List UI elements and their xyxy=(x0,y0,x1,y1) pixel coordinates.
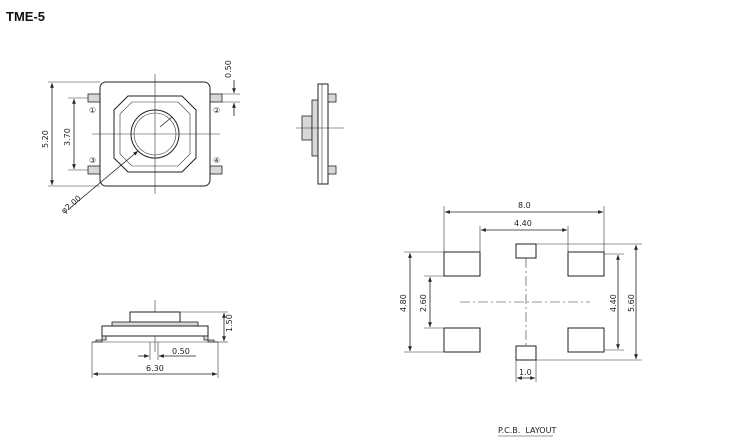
pcb-pad-bottom-left xyxy=(443,327,481,353)
pcb-layout-label: P.C.B. LAYOUT xyxy=(498,426,556,435)
pcb-dim-right-outer-label: 5.60 xyxy=(627,294,636,312)
side-view xyxy=(296,83,344,185)
pin-label-4: ④ xyxy=(213,156,220,165)
pcb-slot-bottom xyxy=(515,345,537,361)
pcb-dim-inner-width-label: 4.40 xyxy=(514,219,532,228)
side-lead-top xyxy=(327,93,337,103)
front-actuator xyxy=(129,311,181,323)
pcb-dim-inner-height-label: 2.60 xyxy=(419,294,428,312)
dim-lead-label: 0.50 xyxy=(224,60,233,78)
pcb-pad-top-right xyxy=(567,251,605,277)
front-lead-right xyxy=(203,335,218,343)
actuator-frame-inner xyxy=(119,101,191,167)
pcb-pad-top-left xyxy=(443,251,481,277)
lead-bottom-left xyxy=(87,165,101,175)
dim-diameter-label: φ2.00 xyxy=(60,194,83,216)
pcb-slot-top xyxy=(515,243,537,259)
lead-top-left xyxy=(87,93,101,103)
lead-top-right xyxy=(209,93,223,103)
dim-height-label: 5.20 xyxy=(41,130,50,148)
front-body xyxy=(101,325,209,337)
pin-label-2: ② xyxy=(213,106,220,115)
pcb-layout: 8.0 4.40 4.80 2.60 4.40 5.60 1.0 P.C.B. … xyxy=(399,201,642,437)
side-body xyxy=(317,83,329,185)
lead-bottom-right xyxy=(209,165,223,175)
pcb-pad-bottom-right xyxy=(567,327,605,353)
pcb-dim-outer-height-label: 4.80 xyxy=(399,294,408,312)
front-dim-width-label: 6.30 xyxy=(146,364,164,373)
pin-label-1: ① xyxy=(89,106,96,115)
front-lead-left xyxy=(92,335,107,343)
front-view: 1.50 0.50 6.30 xyxy=(91,300,234,378)
dim-pitch-label: 3.70 xyxy=(63,128,72,146)
pcb-dim-total-width-label: 8.0 xyxy=(518,201,531,210)
drawing-title: TME-5 xyxy=(6,9,45,24)
pin-label-3: ③ xyxy=(89,156,96,165)
top-view: ① ② ③ ④ 5.20 3.70 0.50 φ2.00 xyxy=(41,60,240,216)
front-dim-gap-label: 0.50 xyxy=(172,347,190,356)
front-dim-height-label: 1.50 xyxy=(225,314,234,332)
pcb-dim-right-inner-label: 4.40 xyxy=(609,294,618,312)
pcb-dim-slot-label: 1.0 xyxy=(519,368,532,377)
side-lead-bottom xyxy=(327,165,337,175)
